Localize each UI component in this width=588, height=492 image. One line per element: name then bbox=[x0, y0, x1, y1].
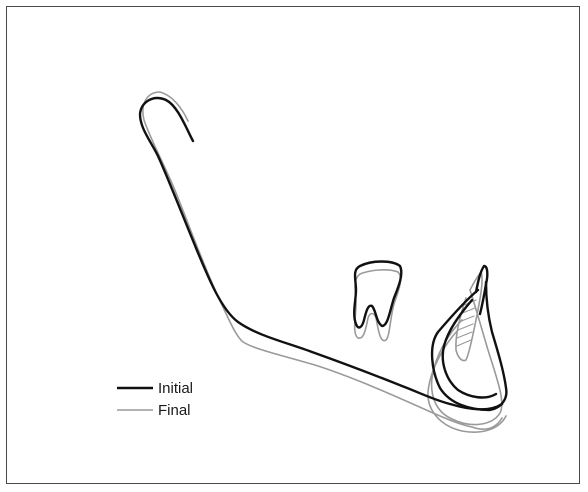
final-chin-outer-outline bbox=[428, 330, 506, 432]
final-molar-outline bbox=[355, 270, 401, 341]
initial-mandible-outline bbox=[140, 98, 502, 409]
legend-row-initial: Initial bbox=[117, 377, 237, 399]
legend: Initial Final bbox=[117, 377, 237, 421]
legend-swatch-final bbox=[117, 405, 153, 415]
legend-row-final: Final bbox=[117, 399, 237, 421]
legend-swatch-initial bbox=[117, 383, 153, 393]
legend-label-initial: Initial bbox=[158, 381, 193, 396]
legend-label-final: Final bbox=[158, 403, 191, 418]
